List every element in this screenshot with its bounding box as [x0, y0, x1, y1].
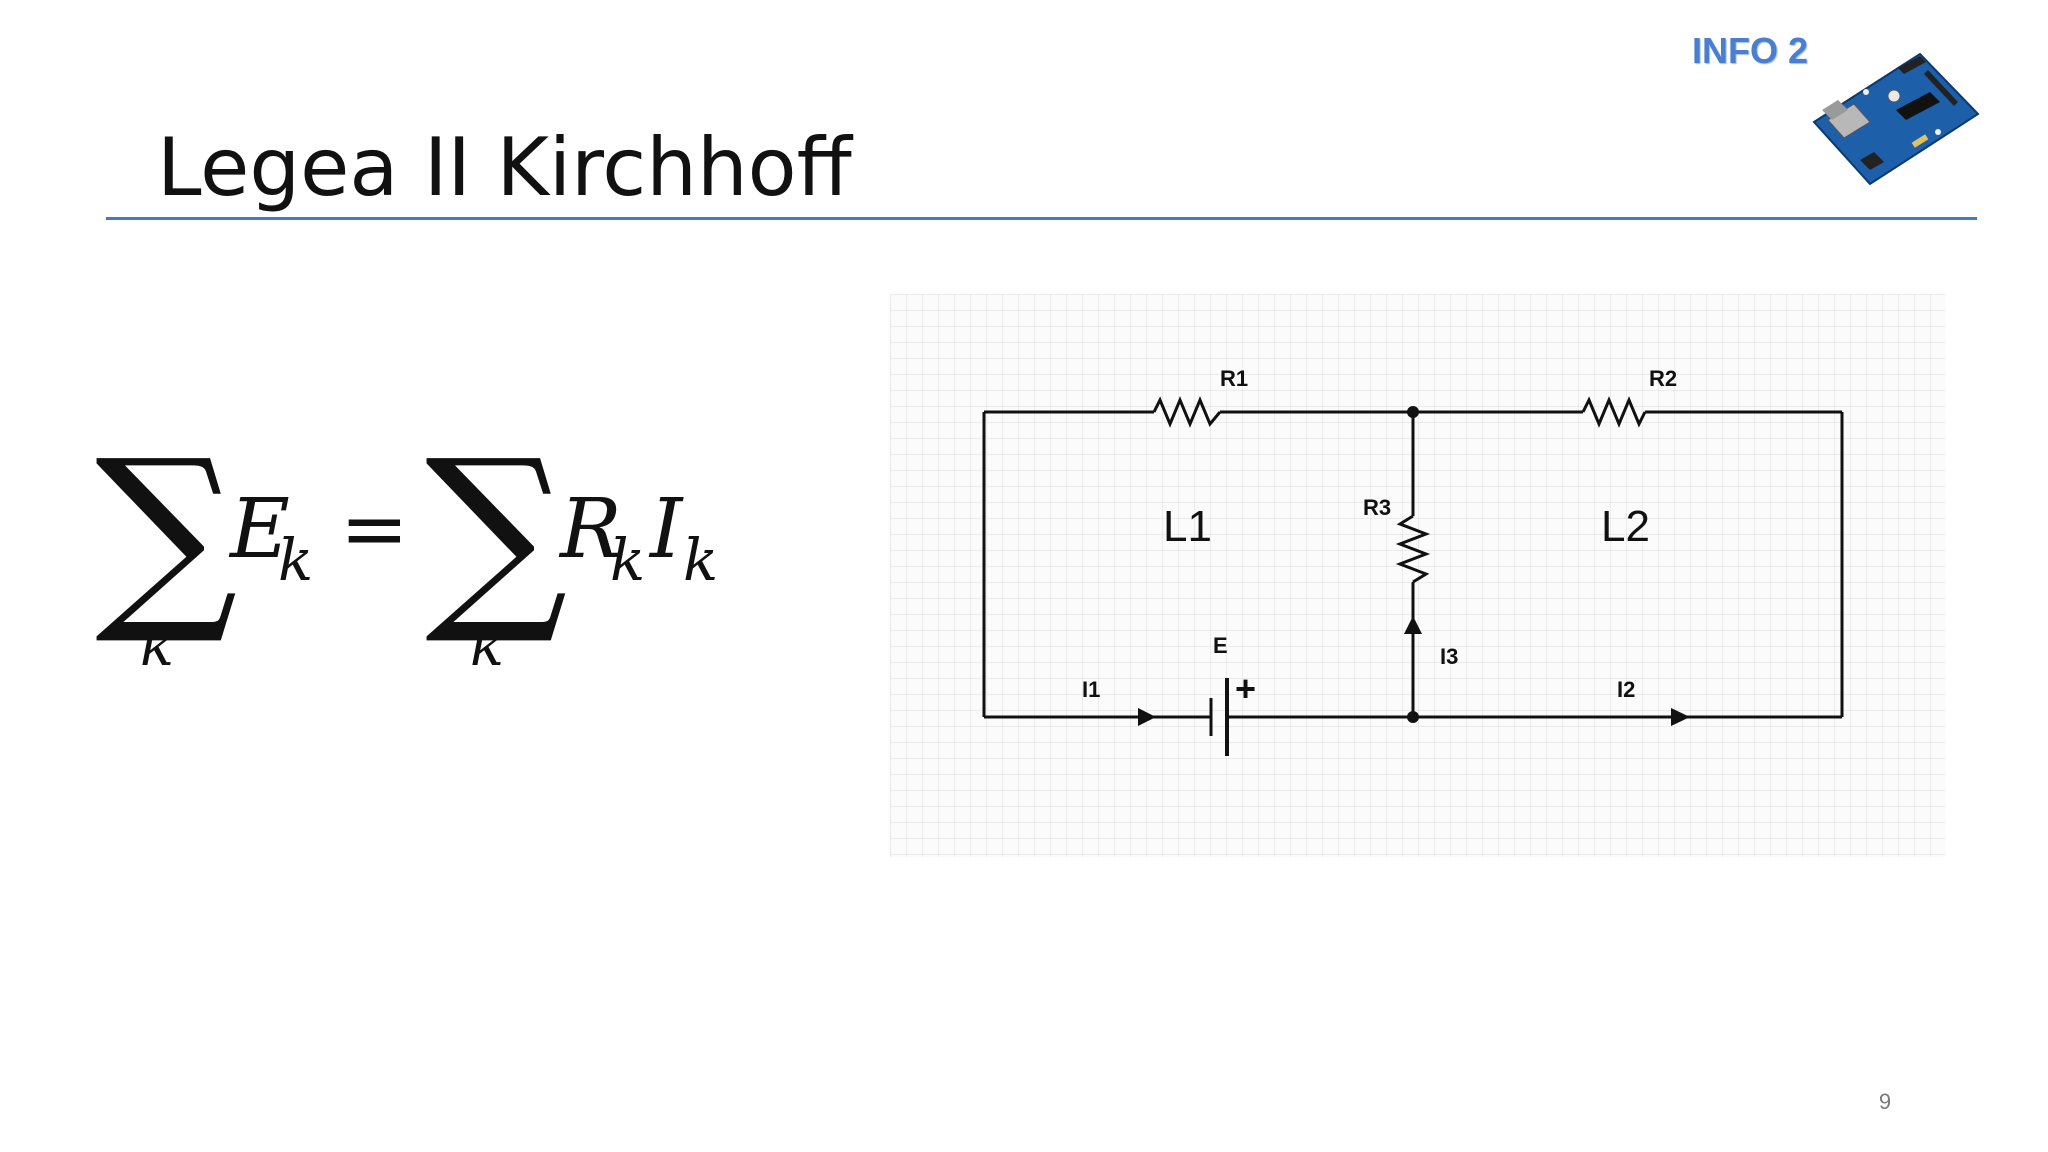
label-loop-l1: L1 [1163, 502, 1212, 551]
current-arrow-i2 [1671, 708, 1690, 726]
title-divider [106, 217, 1977, 220]
label-r3: R3 [1363, 495, 1391, 520]
junction-node-top [1407, 406, 1419, 418]
resistor-r1 [1152, 396, 1222, 428]
junction-node-bottom [1407, 711, 1419, 723]
label-current-i3: I3 [1440, 644, 1458, 669]
page-number: 9 [1878, 1089, 1892, 1114]
current-arrow-i3 [1404, 616, 1422, 634]
arduino-board-icon [1812, 52, 1980, 186]
label-current-i2: I2 [1617, 677, 1635, 702]
current-arrow-i1 [1138, 708, 1156, 726]
label-r2: R2 [1649, 366, 1677, 391]
equals-sign: = [340, 482, 409, 577]
emf-subscript: k [278, 526, 313, 594]
label-source-plus: + [1235, 668, 1256, 709]
slide-title: Legea II Kirchhoff [157, 121, 852, 214]
resistor-r2 [1581, 396, 1647, 428]
resistance-subscript: k [610, 526, 645, 594]
label-loop-l2: L2 [1601, 502, 1650, 551]
emf-term: E [228, 482, 290, 577]
circuit-diagram: R1 R2 R3 L1 L2 E + I1 I2 I3 [890, 294, 1945, 857]
resistor-r3 [1395, 514, 1431, 584]
sum-index-right: k [470, 614, 504, 679]
label-source-e: E [1213, 633, 1228, 658]
current-subscript: k [683, 526, 718, 594]
brand-label: INFO 2 [1692, 30, 1809, 71]
sum-symbol-left: ∑ [95, 430, 238, 650]
label-r1: R1 [1220, 366, 1248, 391]
label-current-i1: I1 [1082, 677, 1100, 702]
sum-index-left: k [140, 614, 174, 679]
current-term: I [648, 482, 684, 577]
kirchhoff-formula: ∑ k E k = ∑ k R k I k [95, 430, 718, 679]
resistance-term: R [558, 482, 622, 577]
sum-symbol-right: ∑ [425, 430, 568, 650]
